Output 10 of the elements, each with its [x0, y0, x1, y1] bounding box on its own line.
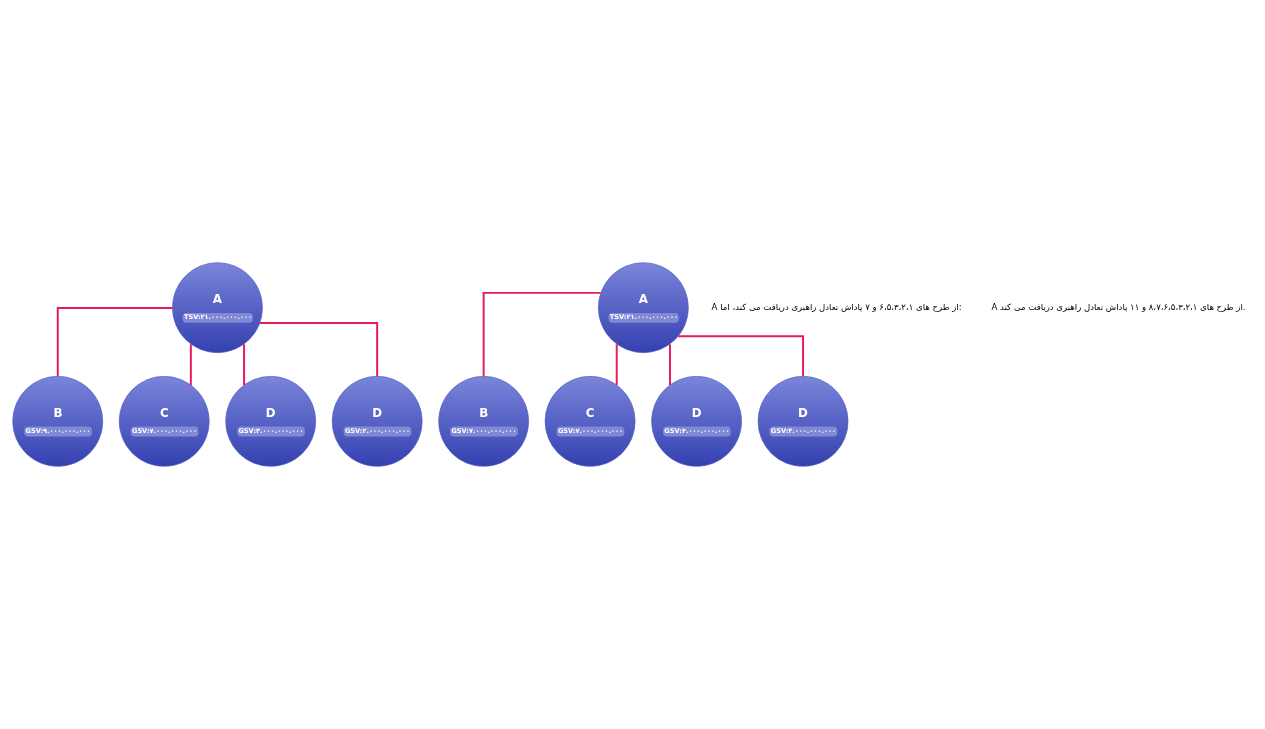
- connector: [482, 291, 602, 378]
- connector: [189, 343, 192, 386]
- connector: [56, 307, 174, 378]
- label: A از طرح های ۸،۷،۶،۵،۳،۲،۱ و ۱۱ پاداش تعادل راهبری دریافت می کند.: [991, 301, 1246, 312]
- connector: [677, 335, 805, 378]
- connector: [258, 322, 379, 378]
- connector: [243, 343, 246, 386]
- label: A از طرح های ۶،۵،۳،۲،۱ و ۷ پاداش تعادل راهبری دریافت می کند، اما:: [711, 301, 962, 312]
- connector: [615, 343, 618, 386]
- connector: [668, 343, 671, 386]
